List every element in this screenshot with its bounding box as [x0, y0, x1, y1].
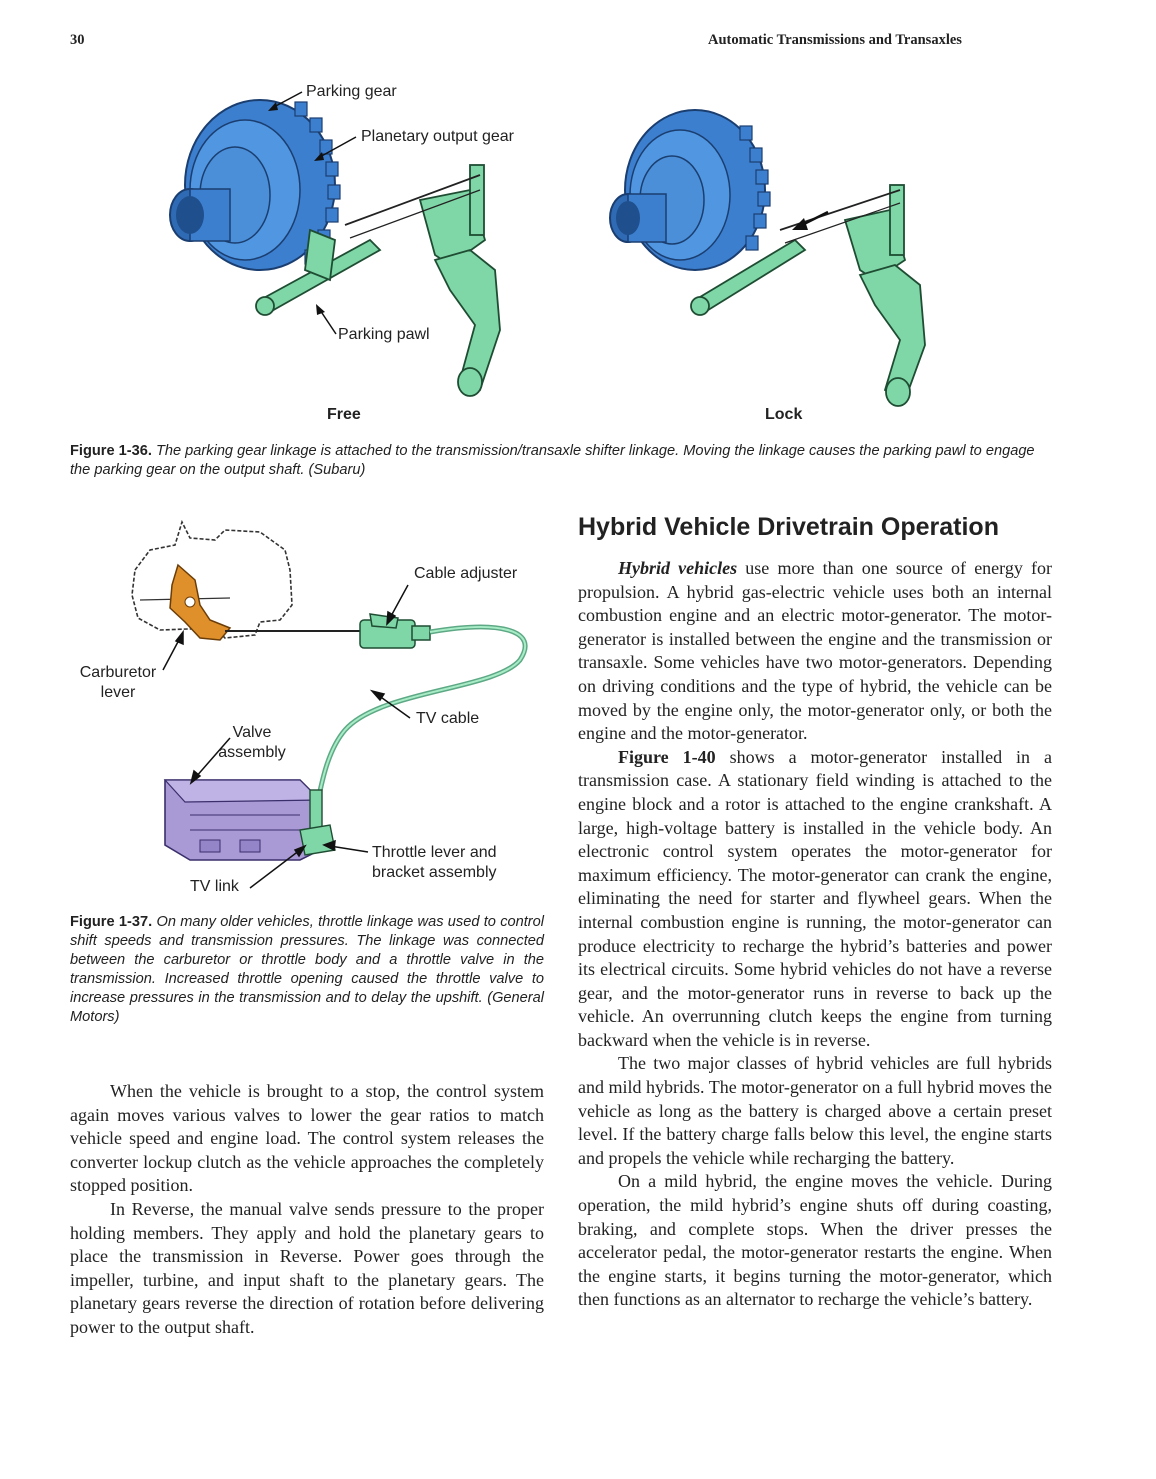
key-term: Hybrid vehicles	[618, 558, 738, 578]
paragraph: When the vehicle is brought to a stop, t…	[70, 1081, 544, 1196]
label-carburetor-lever: Carburetor lever	[77, 663, 159, 703]
label-lock: Lock	[765, 406, 803, 423]
paragraph-text: use more than one source of energy for p…	[578, 558, 1052, 744]
caption-number: Figure 1-37.	[70, 914, 153, 930]
paragraph: Figure 1-40 shows a motor-generator inst…	[578, 746, 1052, 1053]
label-valve-assembly-line1: Valve	[232, 724, 272, 741]
label-throttle-lever-line2: bracket assembly	[372, 864, 497, 881]
label-tv-cable: TV cable	[416, 710, 480, 727]
label-cable-adjuster: Cable adjuster	[414, 565, 518, 582]
right-column-text: Hybrid vehicles use more than one source…	[578, 557, 1052, 1312]
figure-1-36-leaders	[268, 91, 357, 335]
label-throttle-lever: Throttle lever and bracket assembly	[372, 843, 497, 883]
label-parking-gear: Parking gear	[306, 83, 397, 100]
cable-adjuster-shape	[359, 613, 431, 649]
figure-1-36-caption: Figure 1-36. The parking gear linkage is…	[70, 442, 1055, 480]
paragraph: On a mild hybrid, the engine moves the v…	[578, 1171, 1052, 1310]
label-parking-pawl: Parking pawl	[338, 326, 430, 343]
carburetor-lever-shape	[169, 563, 232, 641]
throttle-linkage-illustration	[131, 519, 528, 889]
figure-1-37: Cable adjuster Carburetor lever TV cable…	[0, 510, 560, 1050]
running-title: Automatic Transmissions and Transaxles	[708, 32, 962, 48]
label-free: Free	[327, 406, 361, 423]
caption-number: Figure 1-36.	[70, 443, 152, 459]
parking-gear-free-illustration	[169, 99, 501, 397]
paragraph: In Reverse, the manual valve sends press…	[70, 1198, 544, 1337]
label-carburetor-lever-line1: Carburetor	[79, 664, 157, 681]
parking-gear-wheel	[169, 99, 341, 271]
parking-gear-lock-illustration	[609, 109, 926, 407]
label-carburetor-lever-line2: lever	[100, 684, 136, 701]
valve-assembly-shape	[163, 779, 322, 861]
caption-text: The parking gear linkage is attached to …	[70, 443, 1035, 478]
paragraph: The two major classes of hybrid vehicles…	[578, 1053, 1052, 1168]
label-tv-link: TV link	[190, 878, 239, 895]
label-valve-assembly: Valve assembly	[216, 723, 288, 763]
left-column-text: When the vehicle is brought to a stop, t…	[70, 1080, 544, 1340]
parking-gear-wheel-lock	[609, 109, 771, 271]
paragraph-text: shows a motor-generator installed in a t…	[578, 746, 1052, 1050]
label-throttle-lever-line1: Throttle lever and	[372, 844, 497, 861]
paragraph: Hybrid vehicles use more than one source…	[578, 557, 1052, 746]
label-valve-assembly-line2: assembly	[218, 744, 286, 761]
figure-1-36: Parking gear Planetary output gear Parki…	[0, 0, 1156, 500]
page-number: 30	[70, 32, 85, 48]
figure-reference: Figure 1-40	[618, 746, 716, 767]
section-heading: Hybrid Vehicle Drivetrain Operation	[578, 513, 999, 541]
figure-1-37-caption: Figure 1-37. On many older vehicles, thr…	[70, 913, 544, 1027]
caption-text: On many older vehicles, throttle linkage…	[70, 914, 545, 1025]
label-planetary-output-gear: Planetary output gear	[361, 128, 514, 145]
